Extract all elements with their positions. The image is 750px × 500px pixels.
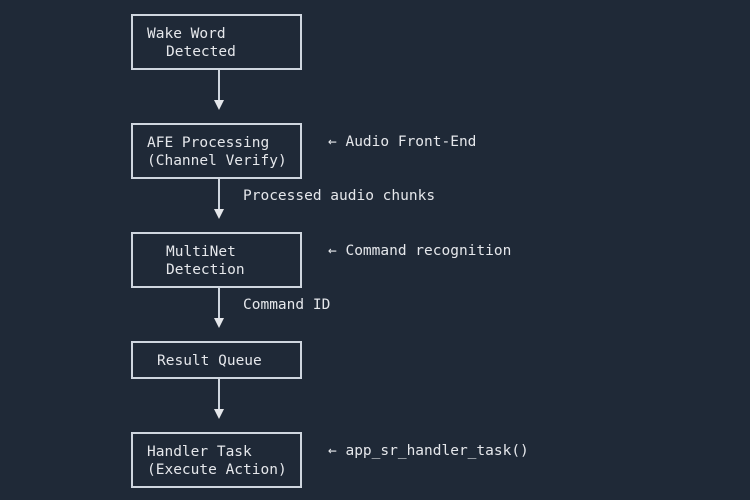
arrowhead-1 bbox=[214, 100, 224, 110]
connector-2 bbox=[218, 179, 220, 209]
node-multinet-line1: MultiNet bbox=[166, 244, 236, 260]
node-handler-task: Handler Task (Execute Action) bbox=[131, 432, 302, 488]
node-multinet-line2: Detection bbox=[166, 262, 245, 278]
connector-1 bbox=[218, 70, 220, 100]
node-multinet-detection: MultiNet Detection bbox=[131, 232, 302, 288]
node-wake-word-line2: Detected bbox=[166, 44, 236, 60]
node-wake-word-line1: Wake Word bbox=[147, 26, 226, 42]
arrowhead-2 bbox=[214, 209, 224, 219]
node-afe-line2: (Channel Verify) bbox=[147, 153, 287, 169]
node-handler-line2: (Execute Action) bbox=[147, 462, 287, 478]
node-result-queue: Result Queue bbox=[131, 341, 302, 379]
arrowhead-3 bbox=[214, 318, 224, 328]
annotation-command-recognition: ← Command recognition bbox=[328, 243, 512, 259]
annotation-handler-function: ← app_sr_handler_task() bbox=[328, 443, 529, 459]
connector-4 bbox=[218, 379, 220, 409]
node-wake-word: Wake Word Detected bbox=[131, 14, 302, 70]
node-result-queue-label: Result Queue bbox=[157, 353, 262, 369]
annotation-audio-front-end: ← Audio Front-End bbox=[328, 134, 477, 150]
node-afe-line1: AFE Processing bbox=[147, 135, 270, 151]
edge-label-processed-audio: Processed audio chunks bbox=[243, 188, 436, 204]
edge-label-command-id: Command ID bbox=[243, 297, 331, 313]
arrowhead-4 bbox=[214, 409, 224, 419]
connector-3 bbox=[218, 288, 220, 318]
node-handler-line1: Handler Task bbox=[147, 444, 252, 460]
node-afe-processing: AFE Processing (Channel Verify) bbox=[131, 123, 302, 179]
